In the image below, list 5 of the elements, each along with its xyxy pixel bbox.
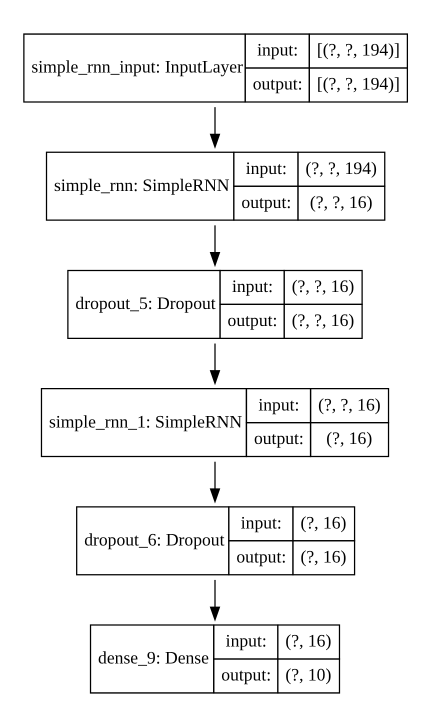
arrow bbox=[210, 461, 220, 503]
arrow bbox=[210, 106, 220, 148]
arrow bbox=[210, 224, 220, 267]
arrow bbox=[210, 343, 220, 385]
arrow bbox=[210, 579, 220, 622]
